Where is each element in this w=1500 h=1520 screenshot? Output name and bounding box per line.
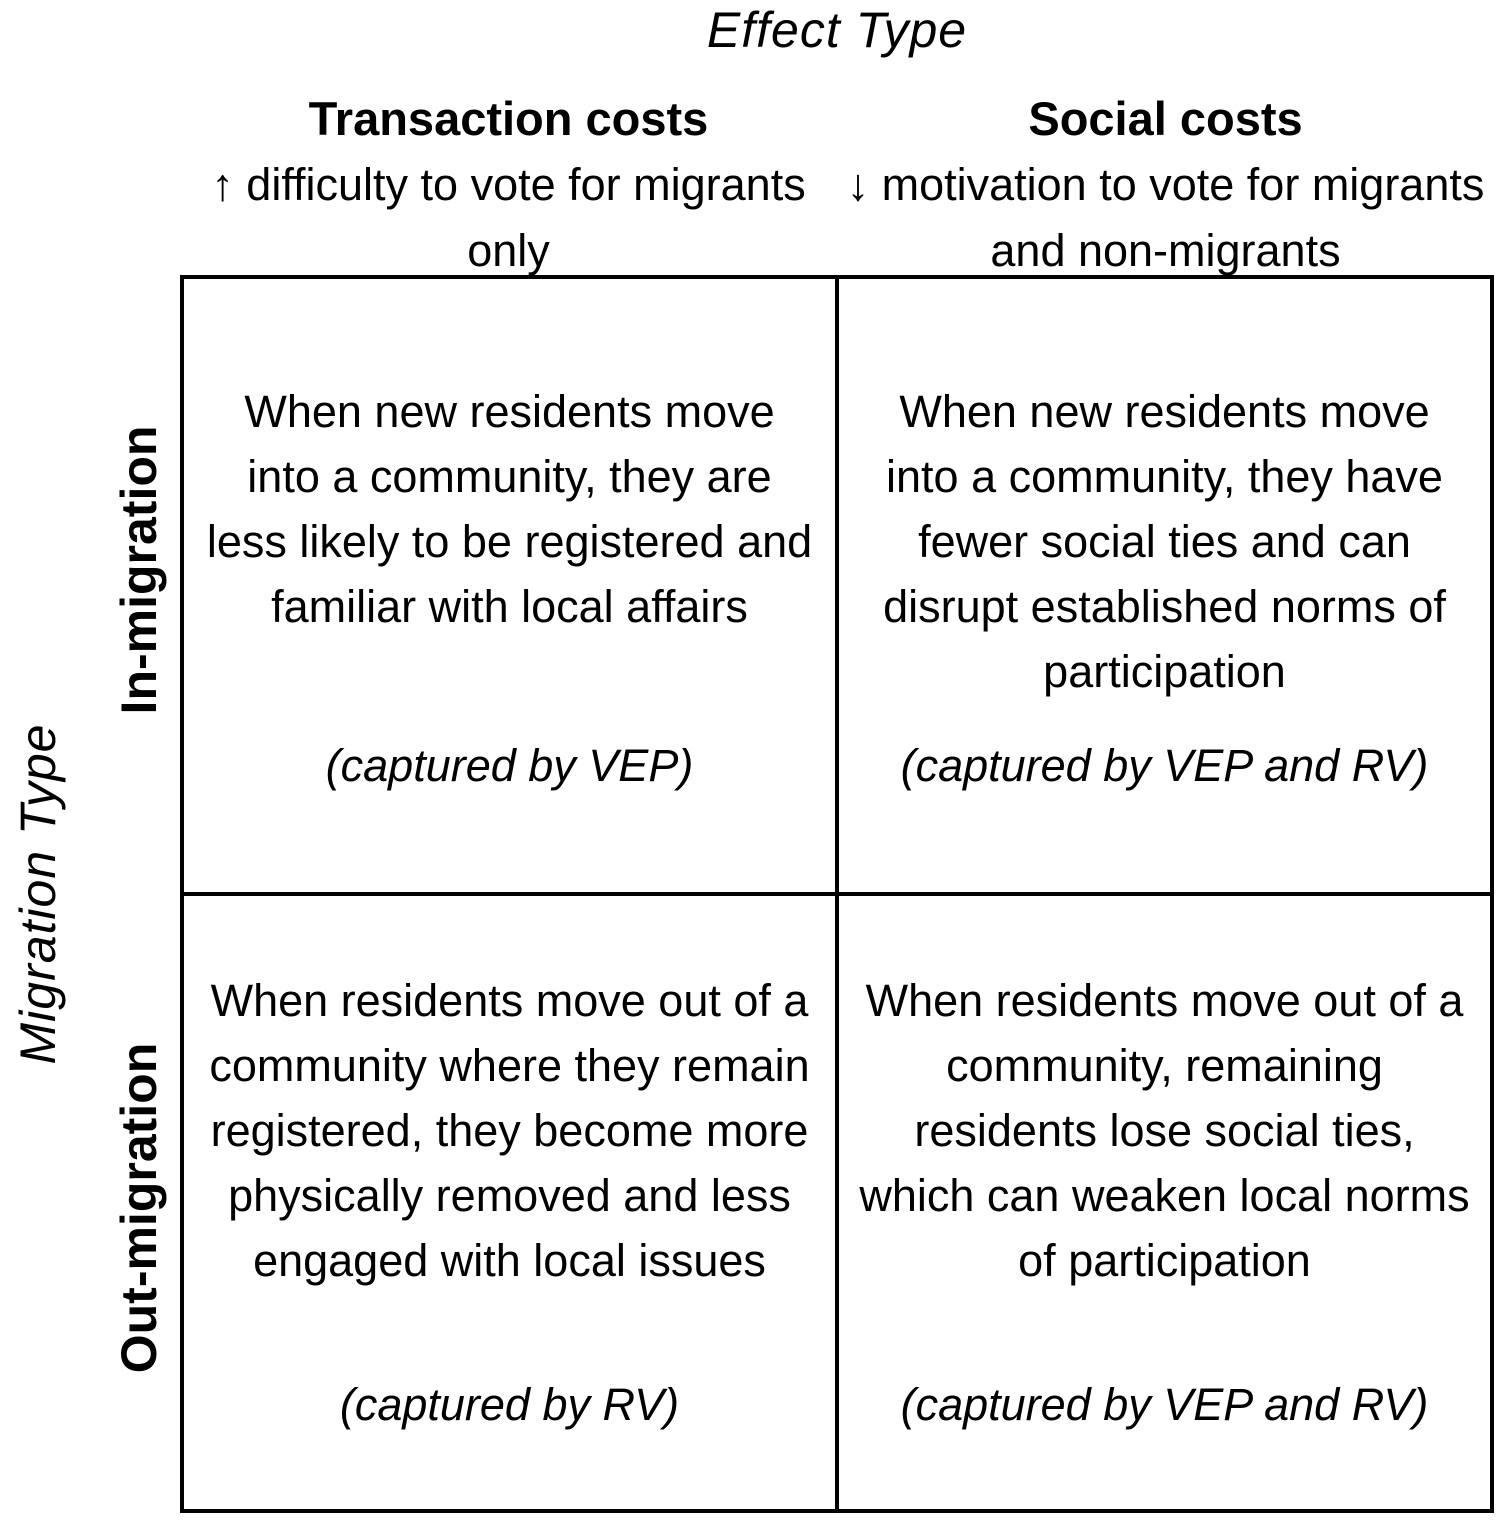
effect-type-axis-title: Effect Type <box>706 2 968 58</box>
migration-type-axis-title: Migration Type <box>10 723 66 1065</box>
column-headers: Transaction costs ↑ difficulty to vote f… <box>180 86 1494 284</box>
column-subtitle-social-costs: ↓ motivation to vote for migrants and no… <box>846 159 1485 276</box>
cell-text: When residents move out of a community w… <box>209 975 810 1286</box>
cell-caption: (captured by VEP and RV) <box>900 1379 1429 1430</box>
column-subtitle-transaction-costs: ↑ difficulty to vote for migrants only <box>211 159 806 276</box>
cell-caption: (captured by RV) <box>339 1379 680 1430</box>
column-header-transaction-costs: Transaction costs ↑ difficulty to vote f… <box>180 86 837 284</box>
row-label-in-migration: In-migration <box>111 425 167 715</box>
cell-out-migration-social-costs: When residents move out of a community, … <box>839 896 1490 1509</box>
cell-text: When residents move out of a community, … <box>859 975 1470 1286</box>
cell-caption: (captured by VEP) <box>325 740 694 791</box>
column-header-social-costs: Social costs ↓ motivation to vote for mi… <box>837 86 1494 284</box>
cell-in-migration-social-costs: When new residents move into a community… <box>839 279 1490 892</box>
row-label-out-migration: Out-migration <box>111 1042 167 1374</box>
column-title-social-costs: Social costs <box>1028 92 1303 145</box>
column-title-transaction-costs: Transaction costs <box>308 92 709 145</box>
cell-text: When new residents move into a community… <box>883 386 1446 697</box>
cell-text: When new residents move into a community… <box>206 386 813 632</box>
cell-caption: (captured by VEP and RV) <box>900 740 1429 791</box>
cell-in-migration-transaction-costs: When new residents move into a community… <box>184 279 835 892</box>
cell-out-migration-transaction-costs: When residents move out of a community w… <box>184 896 835 1509</box>
matrix-table: When new residents move into a community… <box>180 275 1494 1513</box>
